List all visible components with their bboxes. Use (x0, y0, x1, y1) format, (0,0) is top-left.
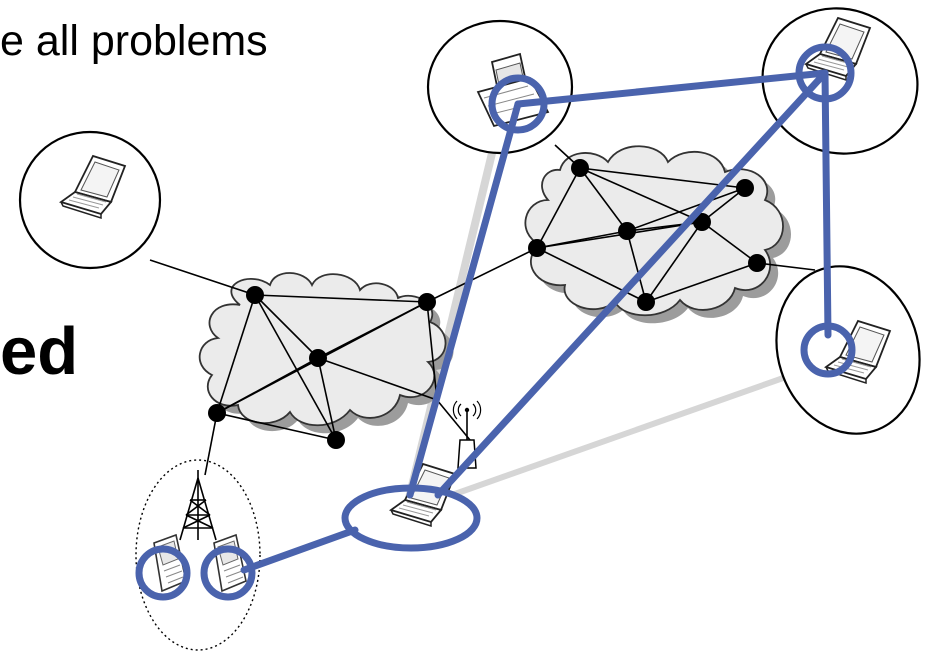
router-node (693, 213, 711, 231)
overlay-highlights (135, 43, 856, 601)
highlight-circle (795, 43, 855, 103)
highlight-circle (488, 74, 548, 134)
router-node (571, 159, 589, 177)
router-node (748, 254, 766, 272)
slide-text-top: e all problems (0, 17, 268, 65)
router-node (309, 349, 327, 367)
cellular-ellipse (135, 459, 261, 651)
router-node (418, 293, 436, 311)
overlay-path (240, 69, 832, 574)
highlight-ellipse (341, 484, 481, 552)
highlight-circle (200, 545, 256, 601)
cell-tower-icon (179, 470, 217, 541)
router-node (528, 239, 546, 257)
router-node (246, 286, 264, 304)
network-cloud-icon (524, 145, 792, 324)
host-ellipse (761, 7, 919, 155)
router-node (736, 179, 754, 197)
mobile-phone-icon (213, 534, 247, 592)
router-nodes (208, 159, 766, 449)
router-node (208, 404, 226, 422)
gray-link (451, 362, 821, 498)
network-links (149, 144, 816, 476)
highlight-circle (800, 322, 856, 378)
router-node (327, 431, 345, 449)
slide-text-bold: ed (0, 314, 79, 389)
router-node (637, 293, 655, 311)
highlight-circle (135, 545, 191, 601)
router-node (618, 222, 636, 240)
